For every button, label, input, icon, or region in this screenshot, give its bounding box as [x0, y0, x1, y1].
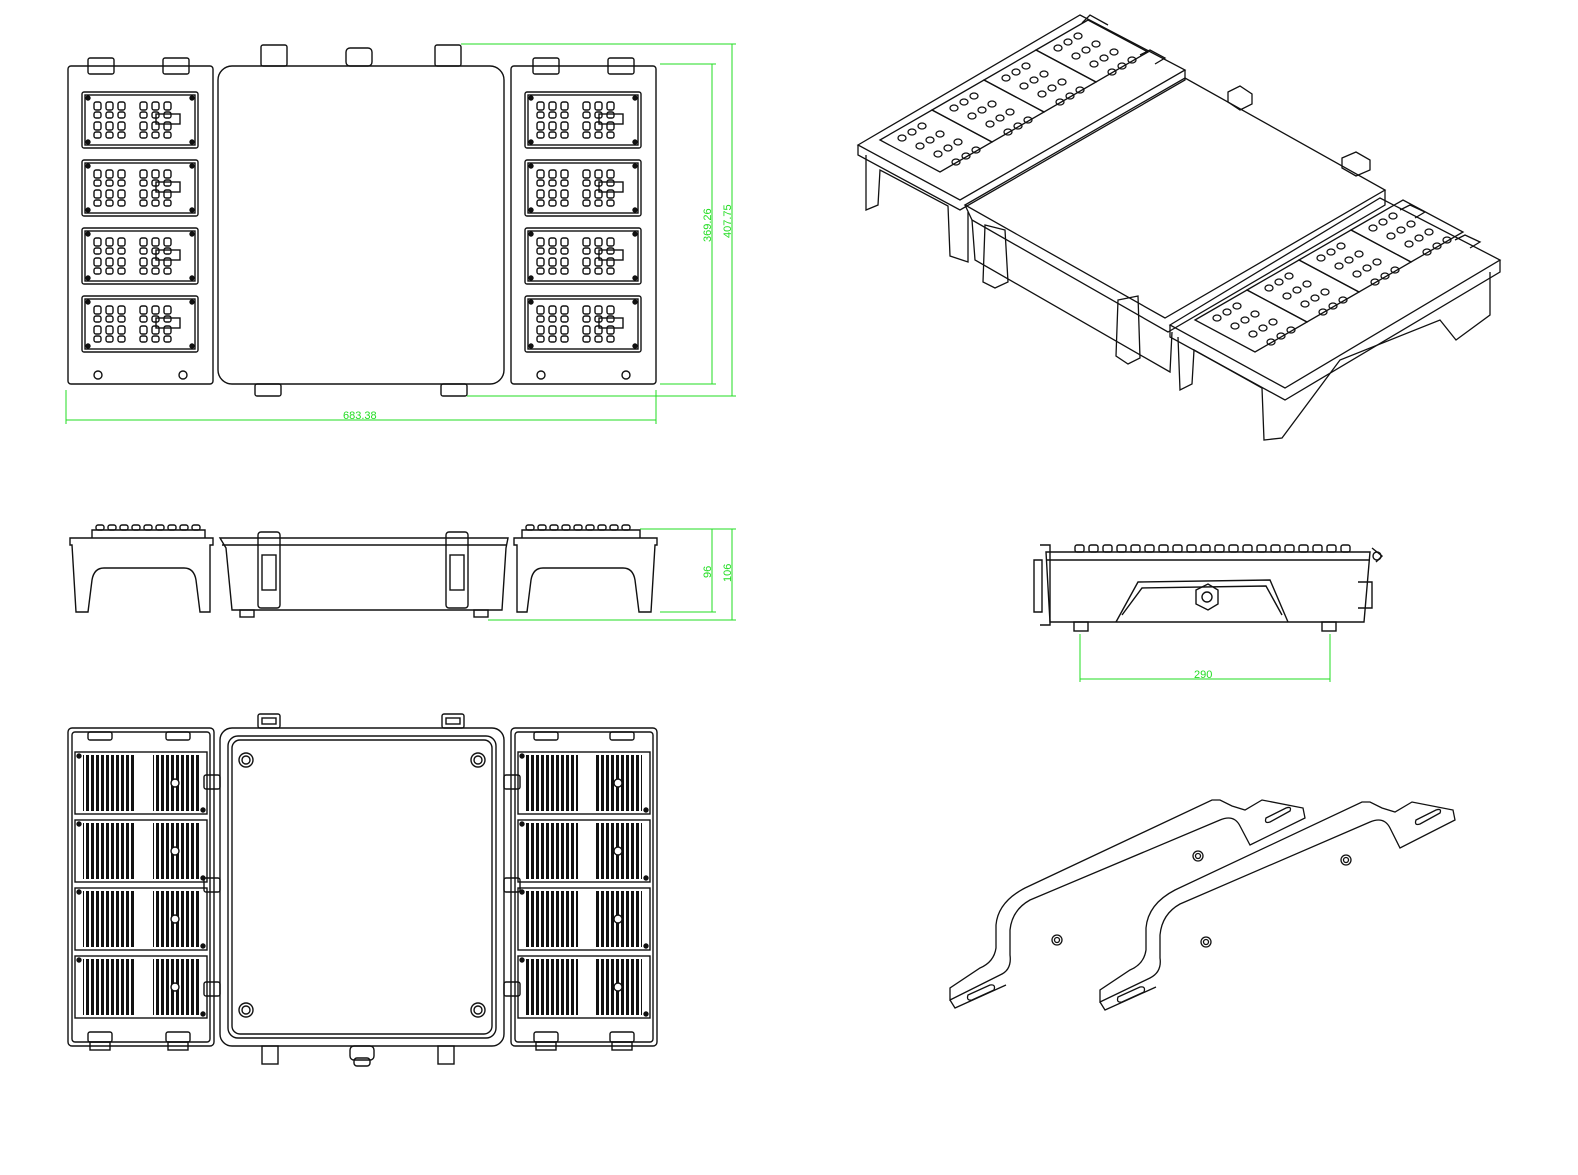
bracket-left: [949, 799, 1306, 1009]
front-view: [67, 44, 657, 397]
left-heatsink-panel: [67, 727, 215, 1051]
heatsink: [74, 887, 208, 951]
end-view: [1033, 544, 1384, 632]
heatsink: [74, 819, 208, 883]
led-module: [524, 295, 642, 353]
side-view: [69, 524, 658, 618]
iso-led-module: [982, 49, 1098, 113]
side-overall-height-label: 106: [722, 564, 734, 582]
mount-hole: [621, 370, 631, 380]
iso-led-module: [1193, 289, 1309, 353]
led-module: [81, 91, 199, 149]
front-dimensions: [65, 43, 736, 424]
iso-left-panel: [856, 14, 1187, 263]
iso-led-module: [930, 79, 1046, 143]
mount-hole: [536, 370, 546, 380]
heatsink: [74, 751, 208, 815]
left-light-panel: [67, 57, 214, 385]
mounting-brackets: [949, 799, 1456, 1011]
iso-led-module: [1034, 19, 1150, 83]
side-inner-height-label: 96: [702, 566, 714, 578]
back-view: [67, 713, 658, 1067]
side-dimensions: [488, 528, 736, 621]
led-module: [524, 91, 642, 149]
isometric-view: [856, 14, 1502, 441]
overall-width-label: 683.38: [343, 410, 377, 422]
led-module: [81, 227, 199, 285]
iso-led-module: [1245, 259, 1361, 323]
led-module: [524, 159, 642, 217]
right-light-panel: [510, 57, 657, 385]
iso-led-module: [1297, 229, 1413, 293]
overall-height-label: 407.75: [722, 204, 734, 238]
heatsink: [517, 955, 651, 1019]
led-module: [524, 227, 642, 285]
led-module: [81, 295, 199, 353]
heatsink: [74, 955, 208, 1019]
iso-driver-box: [963, 77, 1387, 374]
led-module: [81, 159, 199, 217]
heatsink: [517, 751, 651, 815]
bracket-right: [1099, 801, 1456, 1011]
inner-height-label: 369.26: [702, 208, 714, 242]
iso-led-module: [1349, 199, 1465, 263]
end-dimensions: [1079, 634, 1331, 682]
heatsink: [517, 819, 651, 883]
driver-box: [217, 44, 505, 397]
mount-hole: [178, 370, 188, 380]
foot-spacing-label: 290: [1194, 669, 1212, 681]
mount-hole: [93, 370, 103, 380]
driver-box-back: [203, 713, 521, 1067]
iso-led-module: [878, 109, 994, 173]
right-heatsink-panel: [510, 727, 658, 1051]
iso-right-panel: [1168, 197, 1502, 441]
heatsink: [517, 887, 651, 951]
